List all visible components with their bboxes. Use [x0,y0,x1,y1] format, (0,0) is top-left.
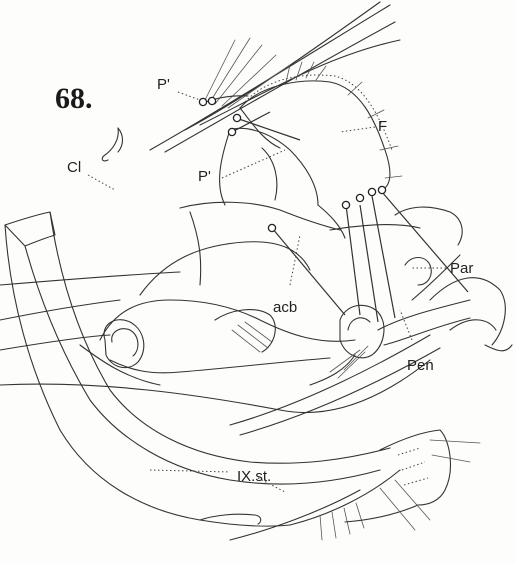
cl-hook [102,128,122,161]
label-pen: Pen [407,357,434,374]
label-f: F [378,118,387,135]
left-ring [80,320,160,385]
articulation-points [199,97,385,231]
setae-bundle [150,2,400,152]
label-par: Par [450,260,473,277]
penis-bulb [310,300,470,385]
label-cl: Cl [67,159,81,176]
label-p-prime-middle: P' [198,168,211,185]
muscle-lines [232,112,468,322]
right-paramere [395,207,512,351]
label-acb: acb [273,299,297,316]
label-p-prime-top: P' [157,76,170,93]
figure-number: 68. [55,82,93,115]
label-ix-st: IX.st. [237,468,271,485]
paramere-body [100,128,420,372]
